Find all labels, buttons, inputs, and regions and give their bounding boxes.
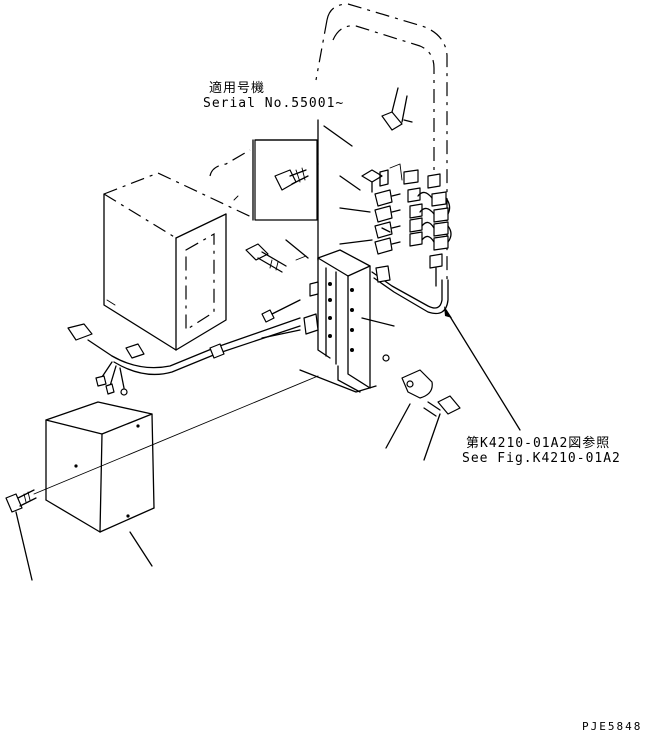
leader-9 — [423, 413, 441, 461]
bolt-upper-right — [381, 87, 413, 131]
leader-1 — [323, 125, 353, 147]
leader-lines — [15, 125, 441, 581]
leader-7 — [285, 239, 309, 259]
drawing-code: PJE5848 — [582, 720, 643, 733]
reference-label-en: See Fig.K4210-01A2 — [462, 451, 621, 466]
leader-3 — [339, 207, 371, 213]
leader-8 — [385, 403, 411, 449]
harness-left — [67, 317, 301, 396]
leader-10 — [15, 511, 33, 581]
screw-bottom-left — [5, 489, 37, 513]
bracket-assembly — [295, 249, 377, 393]
leader-2 — [339, 175, 361, 191]
leader-11 — [129, 531, 153, 567]
guide-line-cover — [33, 375, 319, 495]
reference-label-jp: 第K4210-01A2図参照 — [466, 436, 611, 451]
controller-box — [103, 149, 263, 351]
leader-4 — [339, 239, 373, 245]
leader-5 — [361, 317, 395, 327]
bolt-middle — [245, 243, 301, 323]
harness-right — [371, 265, 449, 315]
connector-cluster — [403, 169, 452, 287]
applicable-model-label: 適用号機 — [209, 81, 266, 96]
bolt-upper — [252, 119, 319, 261]
cover-box — [45, 401, 155, 533]
relay-group — [361, 163, 403, 255]
serial-number-label: Serial No.55001~ — [203, 96, 345, 111]
leader-6 — [261, 329, 301, 339]
phantom-panel-outline — [315, 3, 448, 285]
reference-arrow — [444, 306, 521, 431]
clamp-and-bolt — [382, 354, 461, 417]
leader-12 — [381, 227, 391, 233]
